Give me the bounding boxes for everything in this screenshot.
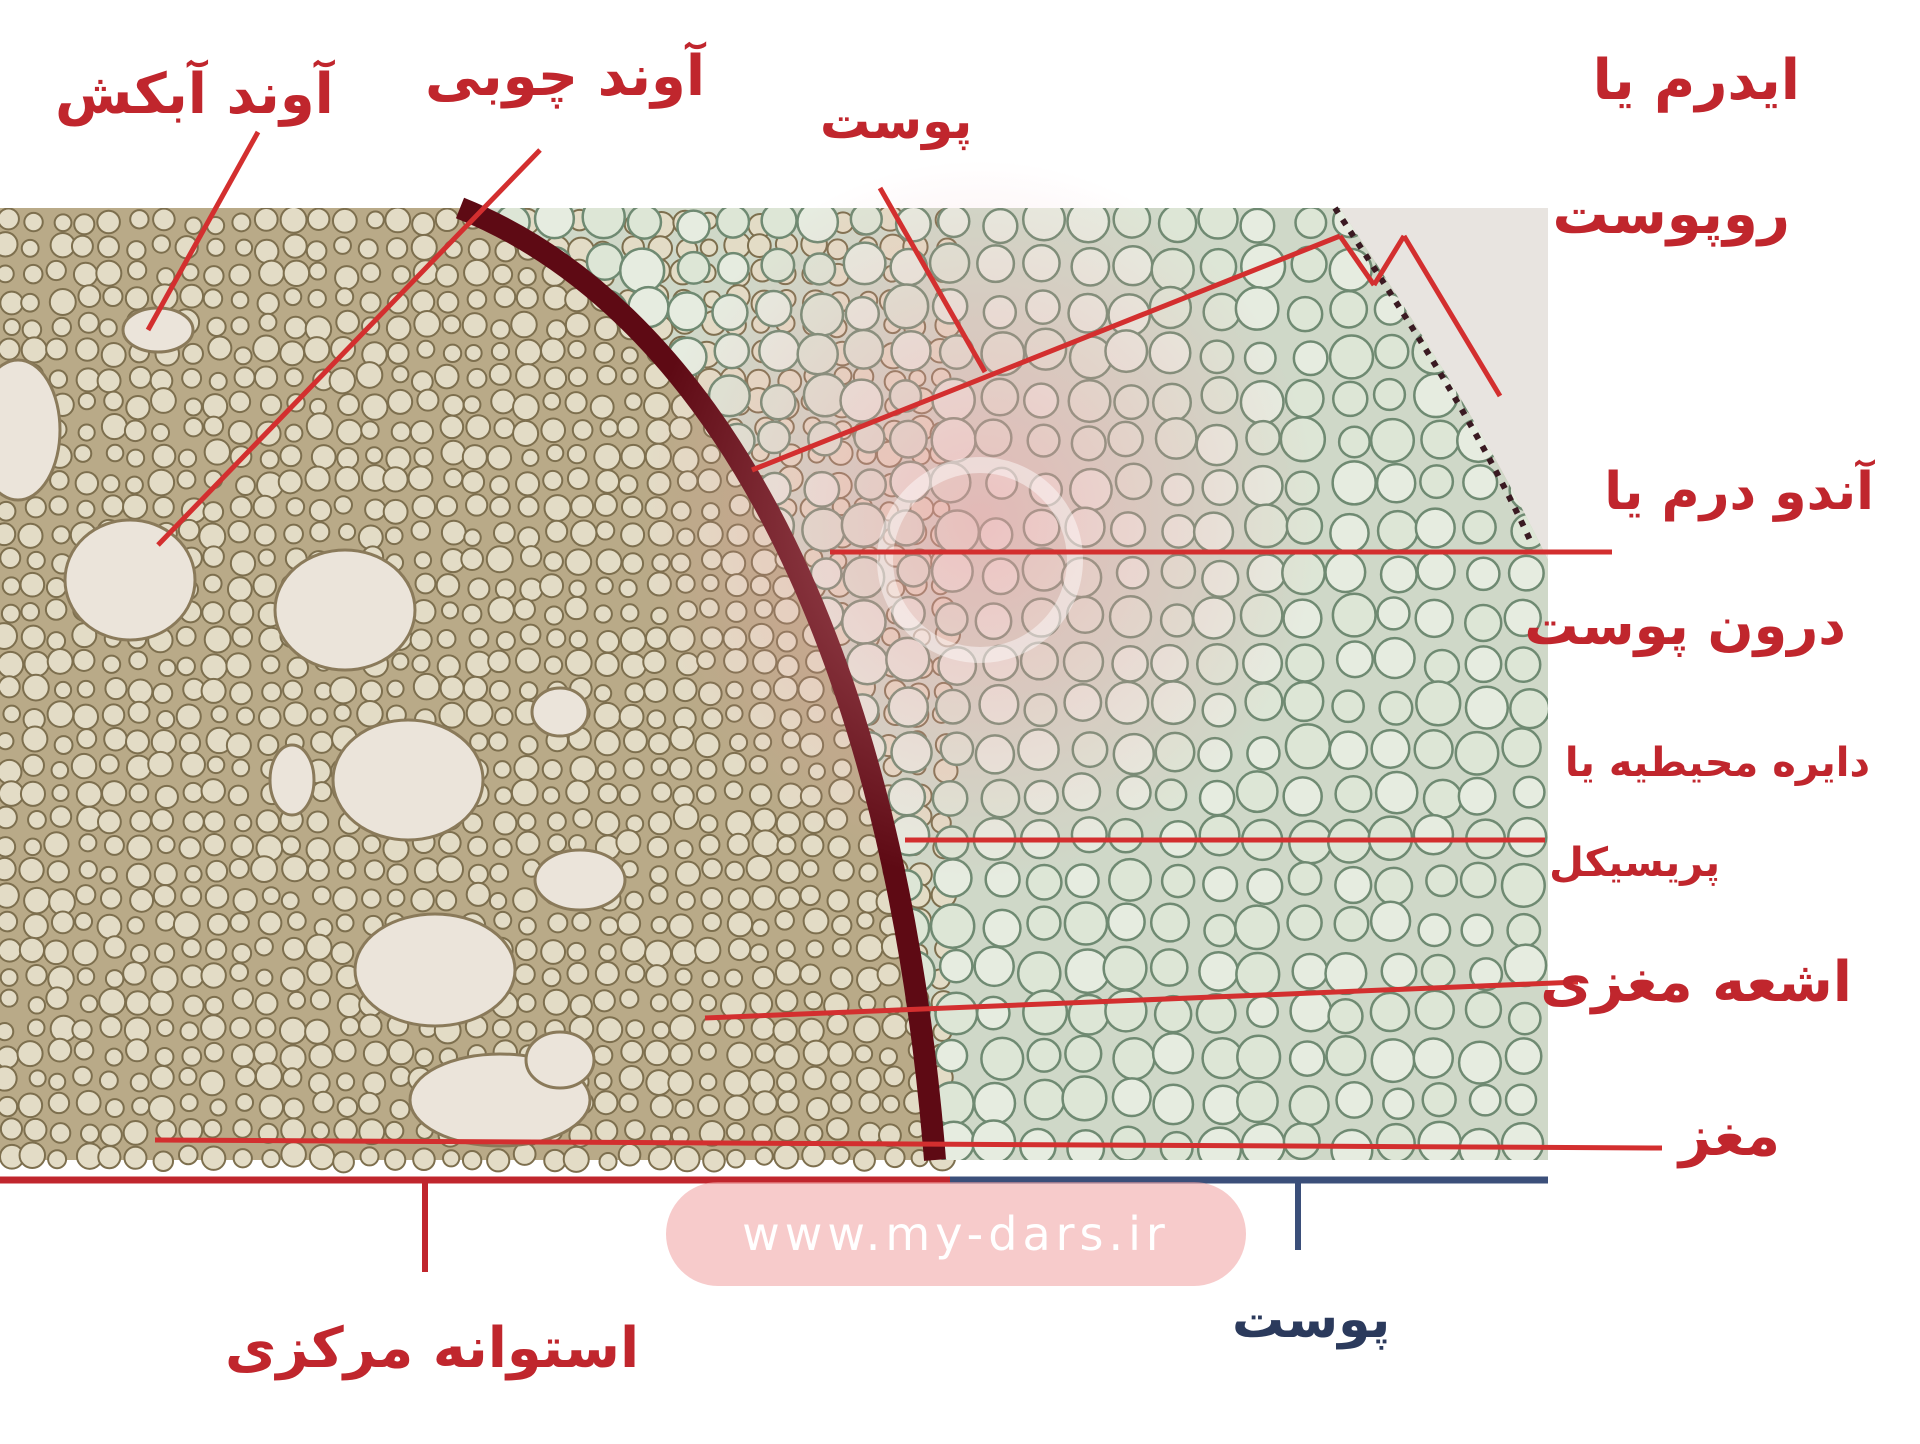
label-pericycle-line1: دایره محیطیه یا — [1565, 740, 1870, 786]
label-epidermis-line2: روپوست — [1552, 182, 1790, 247]
label-phloem: آوند آبکش — [55, 62, 334, 127]
label-endodermis-line1: آندو درم یا — [1604, 462, 1874, 522]
watermark-glow — [640, 160, 1320, 880]
label-cortex-top: پوست — [820, 92, 972, 150]
label-pericycle-line2: پریسیکل — [1549, 840, 1720, 886]
label-endodermis-line2: درون پوست — [1524, 594, 1846, 657]
label-central-cylinder: استوانه مرکزی — [225, 1316, 639, 1381]
watermark-text: www.my-dars.ir — [666, 1182, 1246, 1286]
label-medullary-rays: اشعه مغزی — [1540, 950, 1852, 1015]
label-epidermis-line1: ایدرم یا — [1593, 48, 1800, 113]
label-xylem: آوند چوبی — [425, 44, 705, 109]
label-pith: مغز — [1679, 1104, 1780, 1169]
label-cortex-bottom: پوست — [1232, 1290, 1390, 1350]
